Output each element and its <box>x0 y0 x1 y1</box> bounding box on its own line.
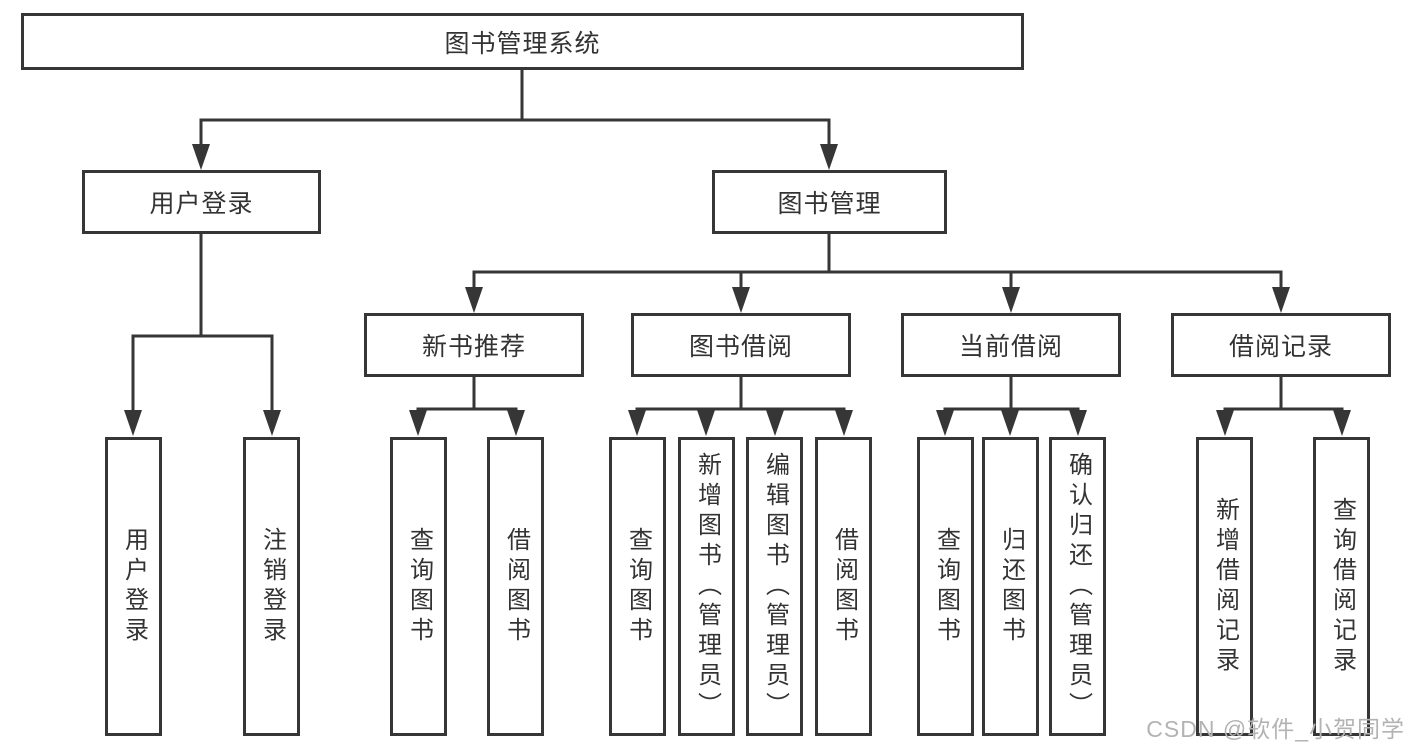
leaf-borrow-books-recommend: 借阅图书 <box>487 437 544 736</box>
leaf-label: 查询图书 <box>405 526 433 647</box>
leaf-query-books-current: 查询图书 <box>917 437 974 736</box>
node-label: 借阅记录 <box>1228 333 1333 361</box>
node-borrowing-records: 借阅记录 <box>1171 313 1391 377</box>
leaf-label: 查询借阅记录 <box>1328 496 1356 677</box>
watermark: CSDN @软件_小贺同学 <box>1146 716 1405 742</box>
leaf-label: 归还图书 <box>997 526 1025 647</box>
leaf-label: 注销登录 <box>258 526 286 647</box>
leaf-edit-book-admin: 编辑图书（管理员） <box>746 437 803 736</box>
node-new-book-recommend: 新书推荐 <box>364 313 584 377</box>
leaf-logout: 注销登录 <box>243 437 300 736</box>
leaf-return-books: 归还图书 <box>982 437 1039 736</box>
leaf-label: 新增借阅记录 <box>1211 496 1239 677</box>
leaf-confirm-return-admin: 确认归还（管理员） <box>1049 437 1106 736</box>
node-label: 新书推荐 <box>421 333 526 361</box>
leaf-label: 编辑图书（管理员） <box>761 451 789 722</box>
node-label: 用户登录 <box>149 190 254 218</box>
leaf-label: 确认归还（管理员） <box>1064 451 1092 722</box>
leaf-add-book-admin: 新增图书（管理员） <box>678 437 735 736</box>
node-label: 图书管理 <box>777 190 882 218</box>
leaf-label: 新增图书（管理员） <box>693 451 721 722</box>
node-label: 当前借阅 <box>958 333 1063 361</box>
leaf-query-books-borrowing: 查询图书 <box>609 437 666 736</box>
leaf-query-books-recommend: 查询图书 <box>390 437 447 736</box>
leaf-user-login: 用户登录 <box>105 437 162 736</box>
leaf-label: 查询图书 <box>932 526 960 647</box>
node-book-borrowing: 图书借阅 <box>631 313 851 377</box>
node-book-management: 图书管理 <box>712 170 947 234</box>
node-current-borrowing: 当前借阅 <box>901 313 1121 377</box>
leaf-label: 借阅图书 <box>830 526 858 647</box>
leaf-label: 查询图书 <box>624 526 652 647</box>
leaf-label: 借阅图书 <box>502 526 530 647</box>
node-label: 图书管理系统 <box>444 29 601 58</box>
leaf-label: 用户登录 <box>120 526 148 647</box>
node-book-management-system: 图书管理系统 <box>21 13 1024 70</box>
node-user-login: 用户登录 <box>82 170 321 234</box>
node-label: 图书借阅 <box>688 333 793 361</box>
leaf-query-borrow-record: 查询借阅记录 <box>1313 437 1370 736</box>
leaf-borrow-books-borrowing: 借阅图书 <box>815 437 872 736</box>
leaf-add-borrow-record: 新增借阅记录 <box>1196 437 1253 736</box>
